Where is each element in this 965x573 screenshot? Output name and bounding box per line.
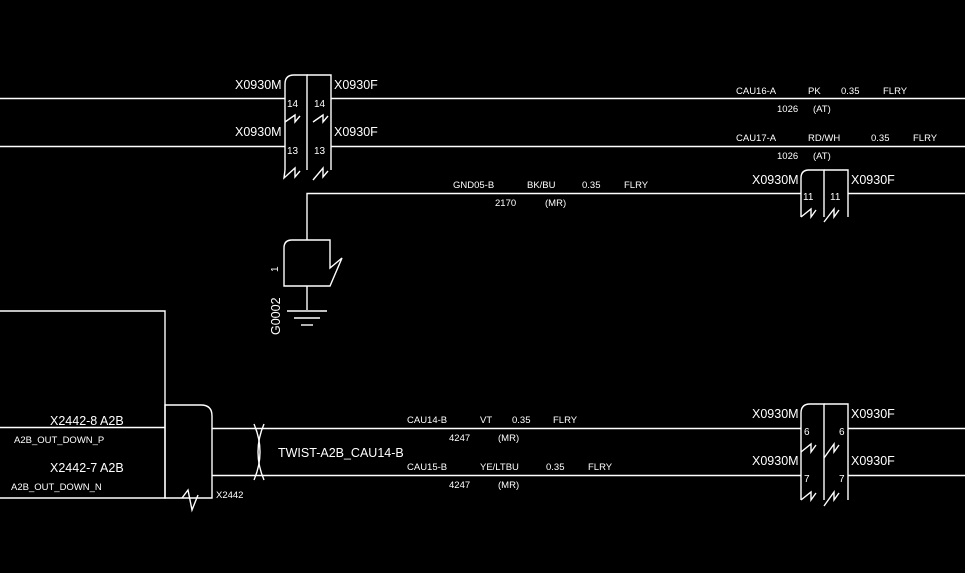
ground-terminal[interactable] <box>283 239 343 310</box>
a2b-pin7-label: X2442-7 A2B <box>50 461 124 475</box>
connector-x0930-pin6-7[interactable] <box>800 403 849 507</box>
wire-cau14-type: FLRY <box>553 415 578 426</box>
wire-cau16-type: FLRY <box>883 86 908 97</box>
wire-gnd05-color: BK/BU <box>527 180 556 191</box>
wire-cau15-zone: (MR) <box>498 480 519 491</box>
wire-gnd05-type: FLRY <box>624 180 649 191</box>
connector-x0930f-label: X0930F <box>334 125 378 139</box>
pin-6-f: 6 <box>839 427 845 438</box>
wire-gnd05-code: 2170 <box>495 198 516 209</box>
connector-x0930m-label: X0930M <box>235 125 282 139</box>
wire-cau17-size: 0.35 <box>871 133 890 144</box>
connector-x0930m-label: X0930M <box>752 173 799 187</box>
pin-14-f: 14 <box>314 99 326 110</box>
pin-11-f: 11 <box>830 192 841 203</box>
connector-x0930m-label: X0930M <box>752 454 799 468</box>
wire-gnd05-name: GND05-B <box>453 180 494 191</box>
wire-cau14-size: 0.35 <box>512 415 531 426</box>
wire-cau16-zone: (AT) <box>813 104 831 115</box>
pin-7-f: 7 <box>839 474 845 485</box>
twist-symbol-icon <box>253 423 265 481</box>
wire-cau14-zone: (MR) <box>498 433 519 444</box>
connector-x0930-pin11[interactable] <box>800 169 849 223</box>
wire-cau16-code: 1026 <box>777 104 798 115</box>
wire-cau15-type: FLRY <box>588 462 613 473</box>
wire-gnd05-zone: (MR) <box>545 198 566 209</box>
connector-x0930-pin13[interactable] <box>283 122 332 181</box>
ground-symbol-icon <box>287 310 327 326</box>
connector-x0930f-label: X0930F <box>851 173 895 187</box>
a2b-pin7-signal: A2B_OUT_DOWN_N <box>11 482 102 493</box>
connector-x0930f-label: X0930F <box>851 407 895 421</box>
connector-x2442-label: X2442 <box>216 490 243 501</box>
wire-cau15-code: 4247 <box>449 480 470 491</box>
connector-x0930f-label: X0930F <box>851 454 895 468</box>
connector-x0930f-label: X0930F <box>334 78 378 92</box>
wire-cau17-type: FLRY <box>913 133 938 144</box>
wire-cau15-name: CAU15-B <box>407 462 447 473</box>
wire-gnd05[interactable] <box>306 192 965 241</box>
connector-x0930-pin14[interactable] <box>284 74 332 124</box>
pin-6-m: 6 <box>804 427 810 438</box>
wire-cau17-name: CAU17-A <box>736 133 777 144</box>
wire-cau17-code: 1026 <box>777 151 798 162</box>
pin-13-f: 13 <box>314 146 326 157</box>
wire-cau16-color: PK <box>808 86 821 97</box>
wire-cau14-color: VT <box>480 415 492 426</box>
connector-x0930m-label: X0930M <box>235 78 282 92</box>
twist-label: TWIST-A2B_CAU14-B <box>278 446 404 460</box>
ground-label: G0002 <box>269 297 283 335</box>
ground-pin-1: 1 <box>270 266 281 272</box>
wire-cau17-zone: (AT) <box>813 151 831 162</box>
wire-cau15-color: YE/LTBU <box>480 462 519 473</box>
wire-cau17-color: RD/WH <box>808 133 840 144</box>
a2b-pin8-signal: A2B_OUT_DOWN_P <box>14 435 104 446</box>
wire-gnd05-size: 0.35 <box>582 180 601 191</box>
connector-x0930m-label: X0930M <box>752 407 799 421</box>
pin-14-m: 14 <box>287 99 299 110</box>
a2b-pin8-label: X2442-8 A2B <box>50 414 124 428</box>
pin-7-m: 7 <box>804 474 810 485</box>
wire-cau16-name: CAU16-A <box>736 86 777 97</box>
wire-cau14-code: 4247 <box>449 433 470 444</box>
connector-x2442[interactable] <box>164 404 213 513</box>
pin-13-m: 13 <box>287 146 299 157</box>
wire-cau16-size: 0.35 <box>841 86 860 97</box>
wire-cau15-size: 0.35 <box>546 462 565 473</box>
pin-11-m: 11 <box>803 192 814 203</box>
wire-cau14-name: CAU14-B <box>407 415 447 426</box>
